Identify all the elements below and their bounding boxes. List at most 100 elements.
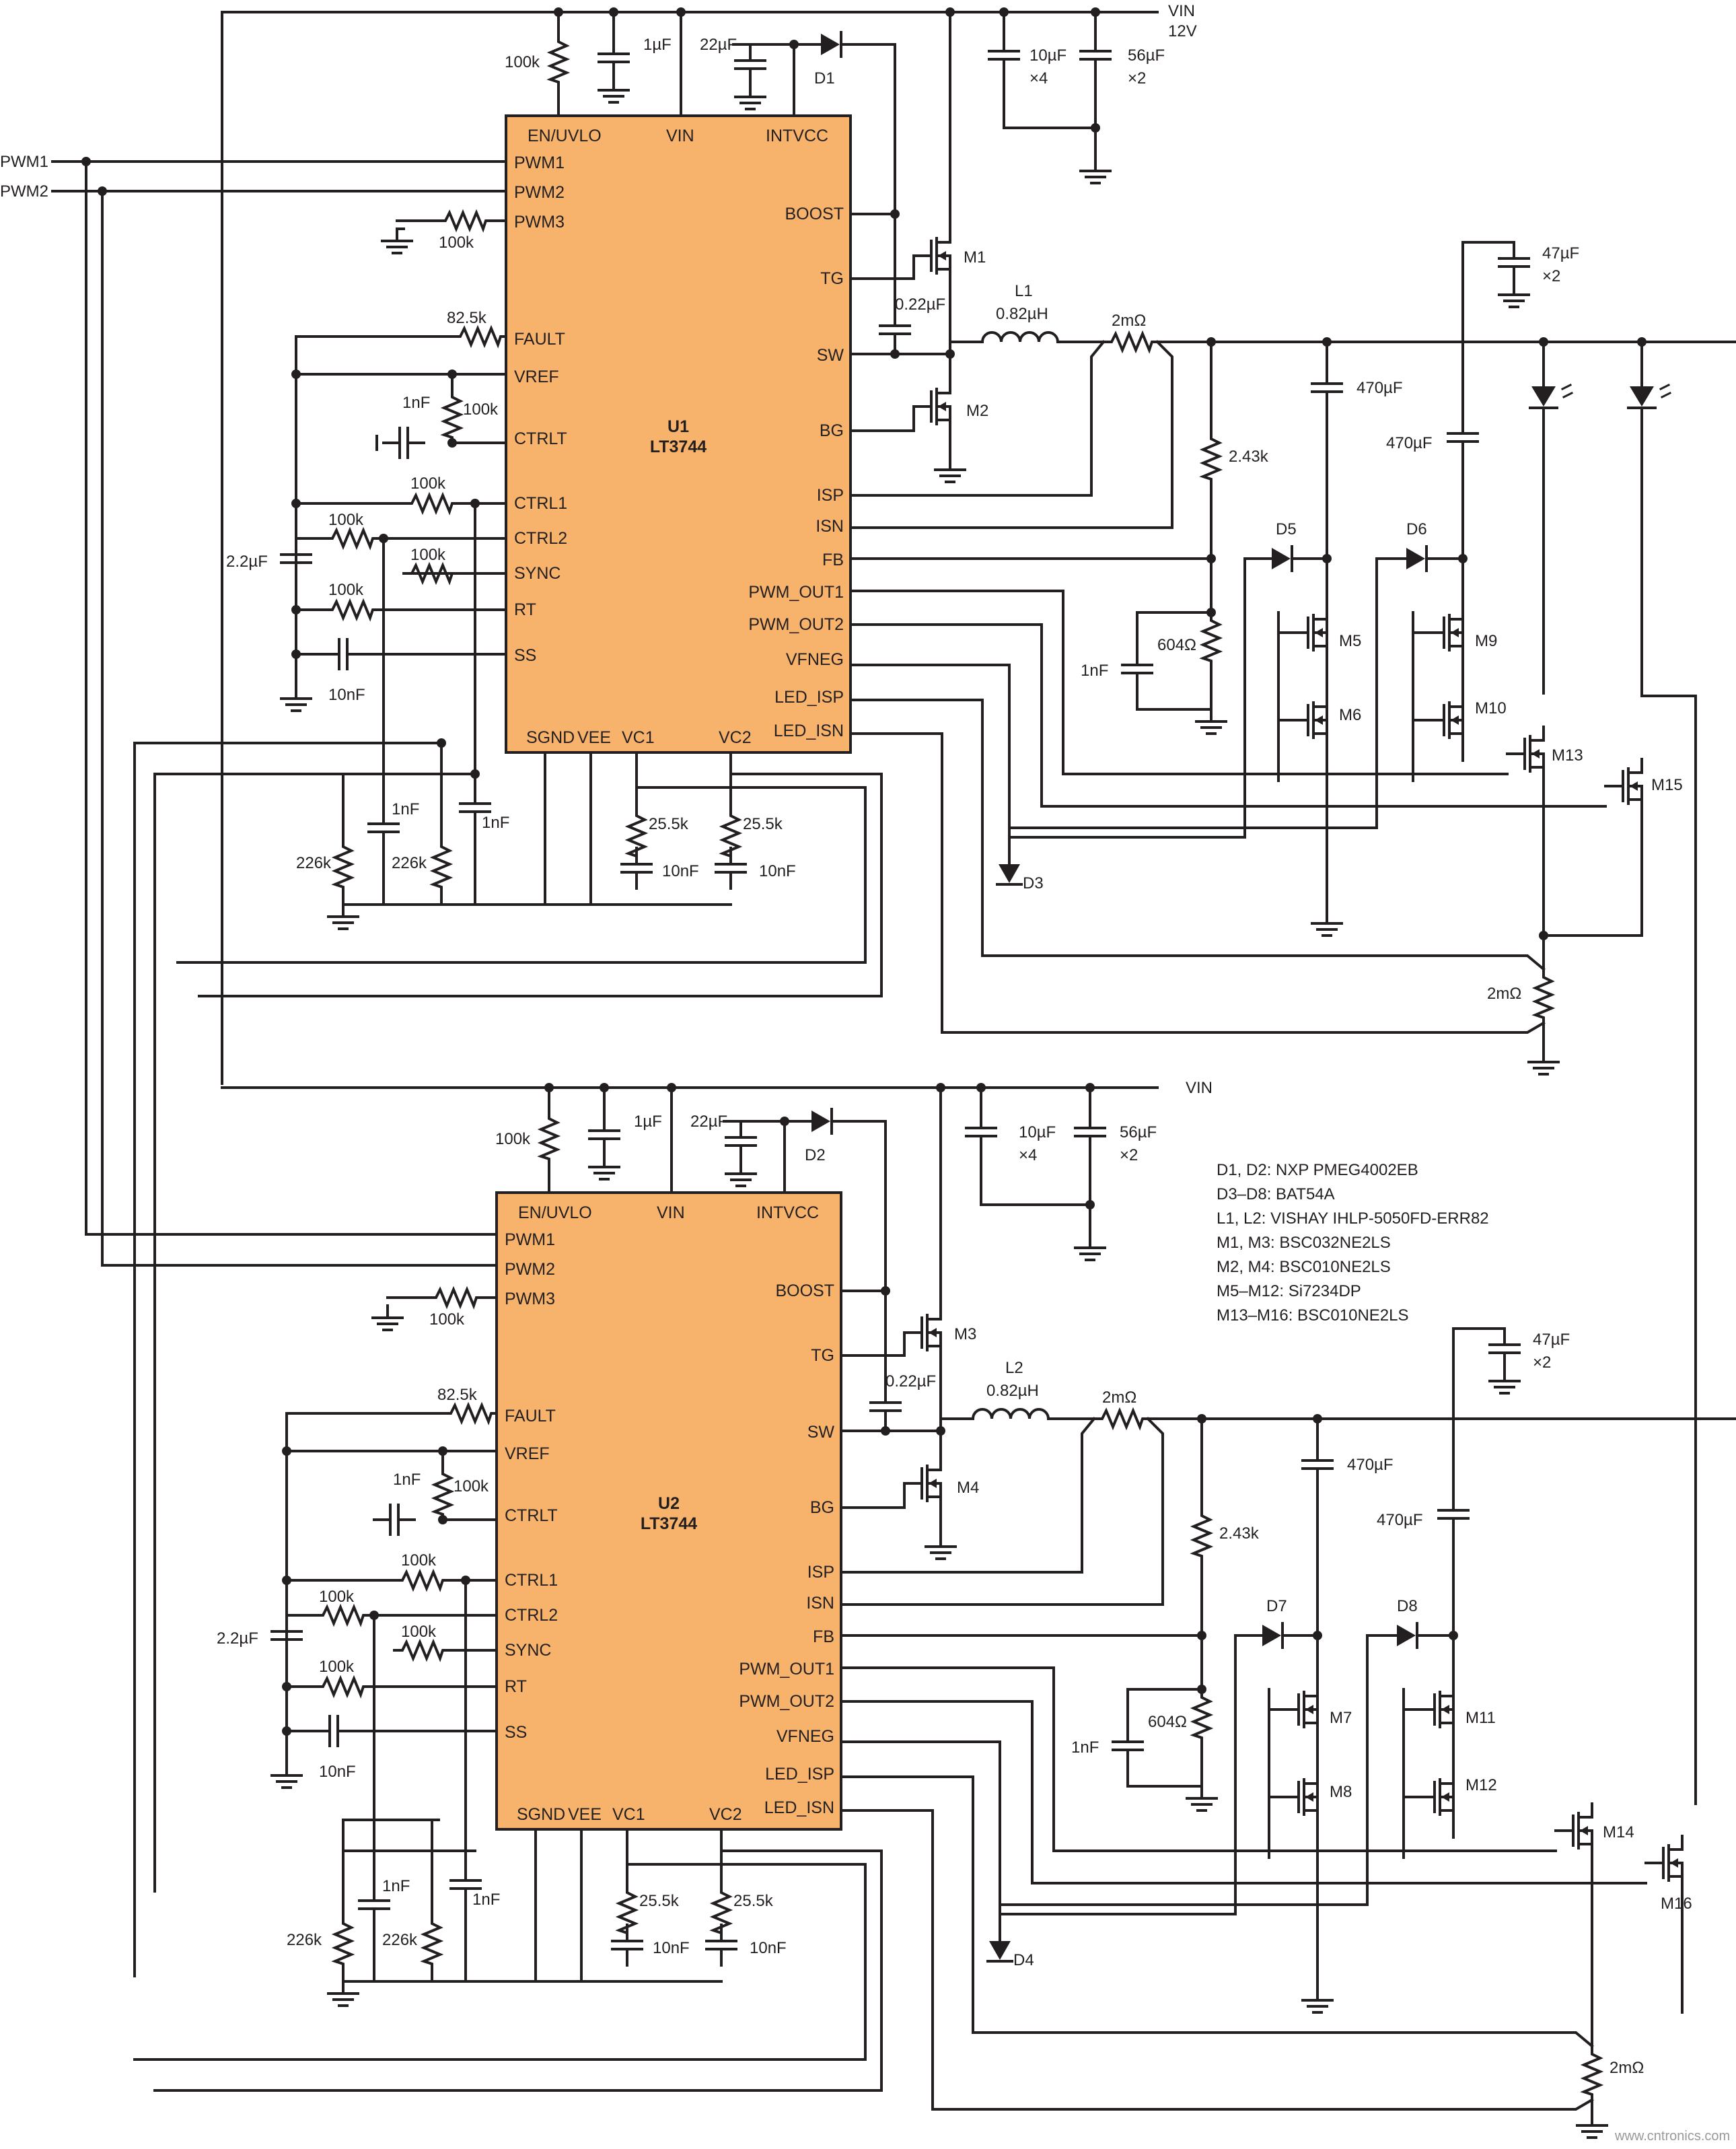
u1-c-vin: 1µF — [643, 36, 672, 54]
u2-r-fb2: 604Ω — [1148, 1713, 1187, 1731]
u2-m8: M8 — [1330, 1783, 1352, 1801]
vin-top-volts: 12V — [1168, 22, 1197, 40]
u1-m13: M13 — [1552, 746, 1583, 765]
svg-text:TG: TG — [820, 269, 844, 288]
svg-text:TG: TG — [811, 1346, 834, 1365]
u1-c-in1-mult: ×4 — [1029, 69, 1048, 87]
u2-c-ctrlt: 1nF — [393, 1471, 421, 1489]
u2-pin-vin: VIN — [657, 1203, 685, 1222]
u1-r-vc1: 25.5k — [649, 815, 689, 833]
svg-text:FB: FB — [822, 551, 844, 569]
note-1: D1, D2: NXP PMEG4002EB — [1217, 1161, 1418, 1179]
svg-text:CTRL2: CTRL2 — [514, 529, 567, 548]
u1-r-vc2: 25.5k — [743, 815, 783, 833]
ic-u1 — [505, 114, 852, 754]
svg-text:FAULT: FAULT — [514, 330, 565, 349]
u2-m11: M11 — [1466, 1709, 1496, 1727]
svg-text:PWM1: PWM1 — [514, 153, 565, 172]
u1-c-in1: 10µF — [1029, 46, 1066, 65]
svg-text:VREF: VREF — [514, 367, 559, 386]
svg-text:SW: SW — [807, 1423, 835, 1442]
u2-c-vin: 1µF — [634, 1113, 662, 1131]
u2-r-ctrlt: 100k — [454, 1477, 489, 1495]
u1-part: LT3744 — [650, 437, 707, 456]
svg-text:VC2: VC2 — [719, 728, 752, 747]
svg-text:PWM_OUT1: PWM_OUT1 — [748, 583, 844, 602]
u1-c-out: 47µF — [1542, 244, 1579, 262]
u1-c-fly2: 470µF — [1386, 434, 1433, 452]
u2-c-in2-mult: ×2 — [1120, 1146, 1138, 1164]
u2-c-out-mult: ×2 — [1533, 1353, 1551, 1372]
u1-r-ctrlt: 100k — [463, 400, 499, 419]
u2-c-bot1: 1nF — [382, 1877, 410, 1895]
svg-text:VFNEG: VFNEG — [776, 1727, 834, 1746]
u2-left-pins: PWM1 PWM2 PWM3 FAULT VREF CTRLT CTRL1 CT… — [505, 1230, 558, 1742]
note-3: L1, L2: VISHAY IHLP-5050FD-ERR82 — [1217, 1209, 1489, 1228]
svg-text:SGND: SGND — [526, 728, 575, 747]
u1-m10: M10 — [1475, 699, 1507, 717]
u1-c-ss: 10nF — [328, 686, 365, 704]
u1-c-boot: 0.22µF — [895, 295, 945, 314]
u2-ref: U2 — [658, 1494, 680, 1513]
svg-text:PWM2: PWM2 — [514, 183, 565, 202]
u2-r-rt: 100k — [319, 1658, 355, 1676]
svg-text:SS: SS — [505, 1723, 527, 1742]
u2-r-pwm3: 100k — [429, 1310, 465, 1329]
u1-c-vc2: 10nF — [759, 862, 796, 880]
u1-m6: M6 — [1339, 706, 1361, 724]
u1-m5: M5 — [1339, 632, 1361, 650]
u1-m15: M15 — [1651, 776, 1683, 794]
svg-text:ISP: ISP — [817, 486, 844, 505]
svg-text:CTRL1: CTRL1 — [514, 494, 567, 513]
u2-c-vc2: 10nF — [750, 1939, 787, 1957]
u1-c-fly1: 470µF — [1357, 379, 1403, 397]
pwm1-label: PWM1 — [0, 153, 48, 171]
note-6: M5–M12: Si7234DP — [1217, 1282, 1361, 1300]
parts-notes: D1, D2: NXP PMEG4002EB D3–D8: BAT54A L1,… — [1217, 1161, 1489, 1325]
svg-text:LED_ISN: LED_ISN — [774, 721, 844, 740]
svg-text:ISN: ISN — [816, 517, 844, 536]
u1-r-en: 100k — [505, 53, 540, 71]
u2-c-vref: 2.2µF — [217, 1629, 258, 1648]
u1-pin-en: EN/UVLO — [528, 127, 602, 145]
u2-r-sync: 100k — [401, 1623, 437, 1641]
u2-right-pins: BOOST TG SW BG ISP ISN FB PWM_OUT1 PWM_O… — [739, 1281, 834, 1817]
u1-r-led: 2mΩ — [1487, 985, 1521, 1003]
note-4: M1, M3: BSC032NE2LS — [1217, 1234, 1391, 1252]
svg-text:FB: FB — [813, 1627, 834, 1646]
svg-text:SS: SS — [514, 646, 536, 665]
svg-text:VREF: VREF — [505, 1444, 550, 1463]
converter-u2: VIN U2 LT3744 EN/UVLO VIN INTVCC PWM1 PW… — [133, 1079, 1736, 2139]
svg-text:PWM2: PWM2 — [505, 1260, 555, 1279]
u2-c-in2: 56µF — [1120, 1123, 1157, 1141]
u1-c-ctrlt: 1nF — [402, 394, 430, 412]
svg-text:BG: BG — [810, 1498, 834, 1517]
svg-text:CTRL1: CTRL1 — [505, 1571, 558, 1590]
u2-d7: D7 — [1266, 1597, 1287, 1615]
svg-text:BG: BG — [820, 421, 844, 440]
u2-c-in1: 10µF — [1019, 1123, 1056, 1141]
u1-d3: D3 — [1023, 874, 1044, 892]
u1-m2: M2 — [966, 402, 988, 420]
svg-text:CTRL2: CTRL2 — [505, 1606, 558, 1625]
u2-c-fly1: 470µF — [1347, 1456, 1394, 1474]
u1-r-fb2: 604Ω — [1157, 636, 1196, 654]
u1-r-sync: 100k — [410, 546, 446, 564]
ic-u2 — [495, 1191, 842, 1831]
svg-text:ISP: ISP — [807, 1563, 834, 1582]
svg-text:SYNC: SYNC — [505, 1641, 551, 1660]
u2-c-intvcc: 22µF — [690, 1113, 727, 1131]
u1-r-sense: 2mΩ — [1112, 312, 1146, 330]
u2-r-ctrl2: 100k — [319, 1588, 355, 1606]
u1-m9: M9 — [1475, 632, 1497, 650]
svg-text:CTRLT: CTRLT — [514, 429, 567, 448]
u1-r-ctrl1: 100k — [410, 474, 446, 493]
u2-r-fb: 2.43k — [1219, 1524, 1260, 1543]
svg-text:PWM_OUT2: PWM_OUT2 — [739, 1692, 834, 1711]
u2-r-en: 100k — [495, 1130, 531, 1148]
u1-r-rt: 100k — [328, 581, 364, 599]
u2-r-bot1: 226k — [287, 1931, 322, 1949]
u1-m1: M1 — [964, 248, 986, 267]
svg-text:LED_ISN: LED_ISN — [764, 1798, 834, 1817]
u2-r-vc1: 25.5k — [639, 1892, 680, 1910]
